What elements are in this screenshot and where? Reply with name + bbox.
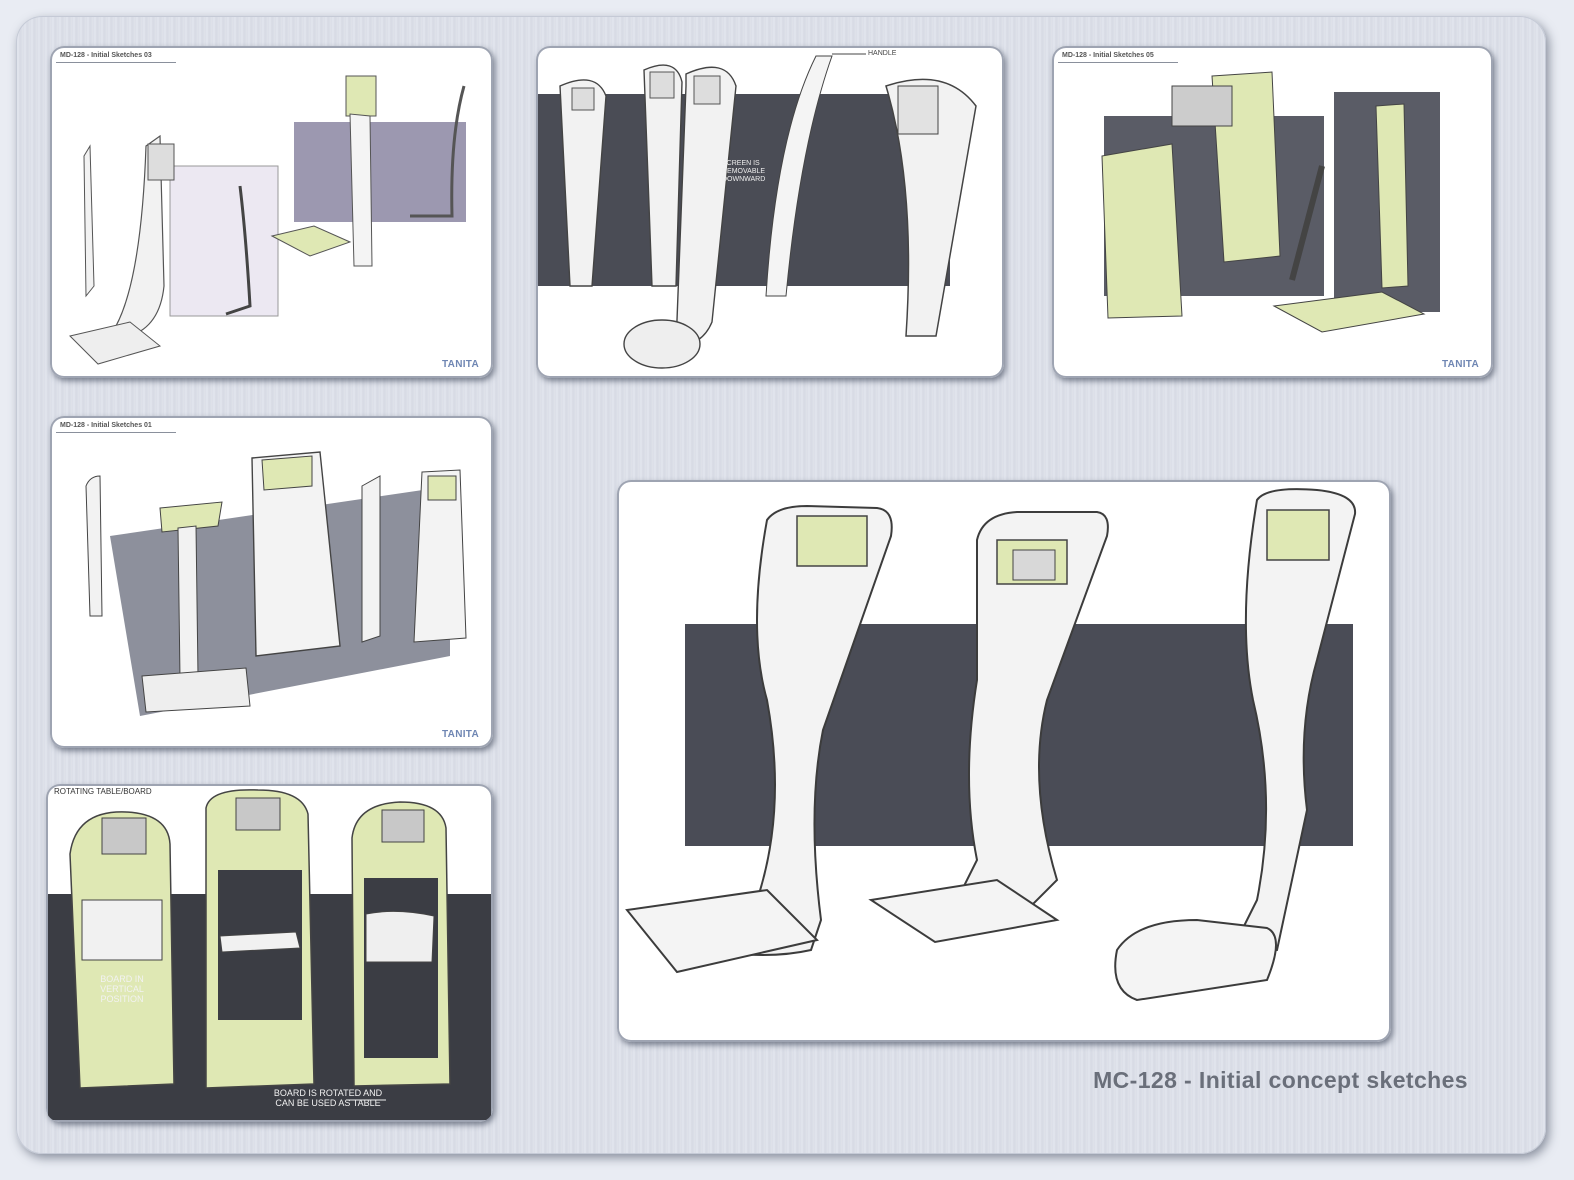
sketch-01-title: MD-128 - Initial Sketches 01 [60, 422, 152, 429]
sketch-card-05: MD-128 - Initial Sketches 05 TANITA [1052, 46, 1493, 378]
main-concepts-drawing [625, 488, 1357, 1002]
sketch-card-01: MD-128 - Initial Sketches 01 TANITA [50, 416, 493, 748]
board-caption: MC-128 - Initial concept sketches [1093, 1067, 1468, 1093]
tanita-logo: TANITA [442, 359, 479, 370]
sketch-card-rotating-board: ROTATING TABLE/BOARD BOARD IN VERTICAL P… [46, 784, 493, 1122]
sketch-03-title: MD-128 - Initial Sketches 03 [60, 52, 152, 59]
title-underline [1058, 62, 1178, 63]
tanita-logo: TANITA [442, 729, 479, 740]
sketch-05-title: MD-128 - Initial Sketches 05 [1062, 52, 1154, 59]
rotating-board-title: ROTATING TABLE/BOARD [54, 787, 152, 796]
screen-removable-label: SCREEN IS REMOVABLE DOWNWARD [722, 160, 766, 183]
sketch-01-drawing [85, 451, 467, 716]
sketch-card-handle: HANDLE SCREEN IS REMOVABLE DOWNWARD [536, 46, 1004, 378]
handle-label: HANDLE [868, 50, 897, 57]
sketch-card-main-concepts [617, 480, 1391, 1042]
sketch-05-drawing [1101, 71, 1440, 333]
board-vertical-label: BOARD IN VERTICAL POSITION [100, 974, 144, 1004]
rotating-board-drawing [48, 789, 491, 1120]
board-rotated-label: BOARD IS ROTATED AND CAN BE USED AS TABL… [273, 1088, 383, 1108]
title-underline [56, 62, 176, 63]
sketch-handle-drawing [538, 53, 977, 369]
presentation-board: MD-128 - Initial Sketches 03 TANITA HAND… [16, 16, 1546, 1154]
title-underline [56, 432, 176, 433]
tanita-logo: TANITA [1442, 359, 1479, 370]
sketch-03-drawing [69, 75, 466, 365]
sketch-card-03: MD-128 - Initial Sketches 03 TANITA [50, 46, 493, 378]
